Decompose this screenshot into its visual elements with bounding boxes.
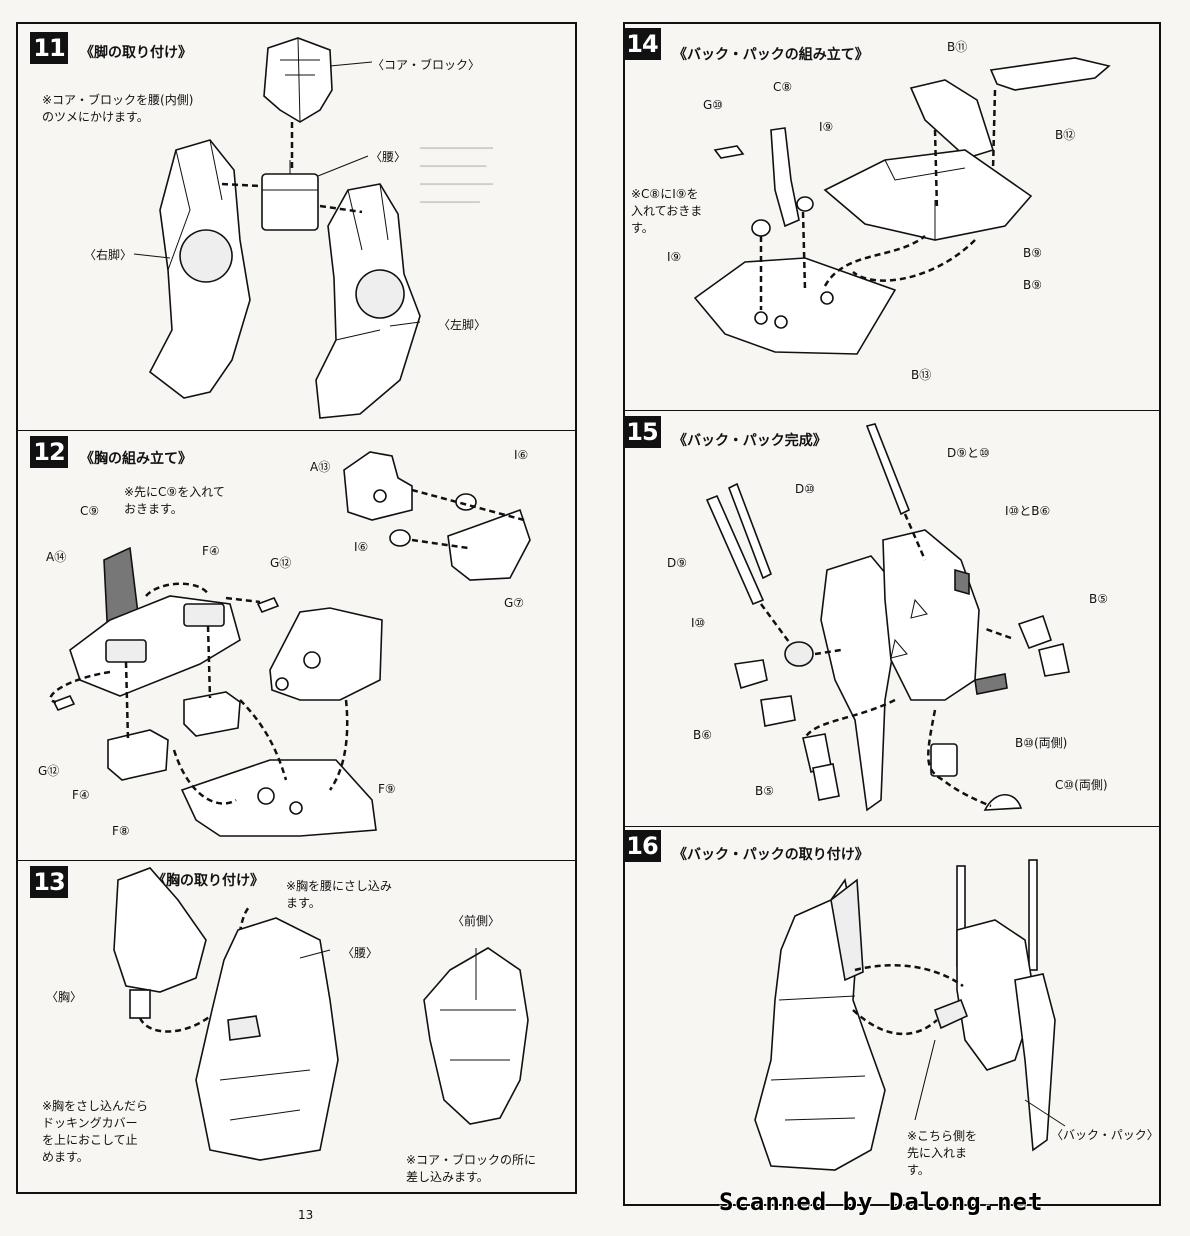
step-12-panel: 12 《胸の組み立て》 ※先にC⑨を入れて おきます。 A⑬ I⑥ I⑥ G⑦ … (16, 430, 575, 861)
label-waist-13: 〈腰〉 (342, 946, 379, 960)
label-b5-bottom: B⑤ (755, 784, 774, 798)
step-14-number: 14 (623, 28, 661, 60)
label-chest: 〈胸〉 (46, 990, 83, 1004)
label-g10: G⑩ (703, 98, 724, 112)
label-b11: B⑪ (947, 40, 968, 54)
step-15-panel: 15 《バック・パック完成》 D⑨と⑩ D⑩ I⑩とB⑥ D⑨ B⑤ I⑩ B⑥… (623, 410, 1159, 827)
label-i6-top: I⑥ (514, 448, 529, 462)
label-c10: C⑩(両側) (1055, 778, 1108, 792)
step-13-note-bottom: ※胸をさし込んだら ドッキングカバー を上におこして止 めます。 (42, 1099, 149, 1164)
right-page-frame (623, 22, 1161, 1206)
step-12-number: 12 (30, 436, 68, 468)
scanned-by-watermark: Scanned by Dalong.net (719, 1188, 1044, 1216)
step-16-number: 16 (623, 830, 661, 862)
label-g7: G⑦ (504, 596, 525, 610)
label-a14: A⑭ (46, 550, 67, 564)
label-left-leg: 〈左脚〉 (438, 318, 487, 332)
step-13-panel: 13 《胸の取り付け》 ※胸を腰にさし込み ます。 〈腰〉 〈前側〉 〈胸〉 ※… (16, 860, 575, 1190)
label-c8: C⑧ (773, 80, 793, 94)
label-right-leg: 〈右脚〉 (84, 248, 133, 262)
step-11-illustration (133, 37, 421, 419)
label-g12-left: G⑫ (38, 764, 60, 778)
label-i10: I⑩ (691, 616, 706, 630)
label-i10-b6: I⑩とB⑥ (1005, 504, 1051, 518)
right-page: 14 《バック・パックの組み立て》 B⑪ B⑫ C⑧ G⑩ I⑨ ※C⑧にI⑨を… (595, 0, 1190, 1236)
step-15-number: 15 (623, 416, 661, 448)
label-c9: C⑨ (80, 504, 100, 518)
label-b12: B⑫ (1055, 128, 1076, 142)
label-b10: B⑩(両側) (1015, 736, 1068, 750)
step-13-note-top: ※胸を腰にさし込み ます。 (286, 879, 392, 910)
label-b13: B⑬ (911, 368, 932, 382)
label-b9-lower: B⑨ (1023, 278, 1042, 292)
label-f4-top: F④ (202, 544, 220, 558)
label-d9: D⑨ (667, 556, 687, 570)
left-page-frame (16, 22, 577, 1194)
step-16-title: 《バック・パックの取り付け》 (673, 847, 869, 863)
label-f9: F⑨ (378, 782, 396, 796)
step-11-panel: 11 《脚の取り付け》 ※コア・ブロックを腰(内側) のツメにかけます。 〈コア… (16, 22, 575, 431)
label-i9-left: I⑨ (667, 250, 682, 264)
bleed-through-text: ━━━━━━━━━━━ ━━━━━━━━━━ ━━━━━━━━━━━ ━━━━━… (420, 142, 493, 209)
step-16-illustration (754, 859, 1066, 1171)
label-waist: 〈腰〉 (370, 150, 407, 164)
label-g12-top: G⑫ (270, 556, 292, 570)
label-core-block: 〈コア・ブロック〉 (372, 58, 481, 72)
step-14-title: 《バック・パックの組み立て》 (673, 47, 869, 63)
label-b9-upper: B⑨ (1023, 246, 1042, 260)
step-11-title: 《脚の取り付け》 (80, 45, 192, 61)
step-13-note-front: ※コア・ブロックの所に 差し込みます。 (406, 1153, 537, 1184)
left-page-number: 13 (298, 1208, 314, 1222)
label-a13: A⑬ (310, 460, 331, 474)
label-i9-top: I⑨ (819, 120, 834, 134)
step-12-illustration (49, 451, 531, 837)
step-15-illustration (705, 423, 1070, 812)
step-15-title: 《バック・パック完成》 (673, 433, 827, 449)
label-f4-bottom: F④ (72, 788, 90, 802)
label-f8: F⑧ (112, 824, 130, 838)
label-i6-mid: I⑥ (354, 540, 369, 554)
step-12-title: 《胸の組み立て》 (80, 451, 192, 467)
step-11-number: 11 (30, 32, 68, 64)
label-b6: B⑥ (693, 728, 712, 742)
step-16-panel: 16 《バック・パックの取り付け》 ※こちら側を 先に入れま す。 〈バック・パ… (623, 826, 1159, 1202)
label-d10: D⑩ (795, 482, 815, 496)
step-14-illustration (693, 57, 1111, 355)
step-16-note: ※こちら側を 先に入れま す。 (907, 1129, 978, 1177)
step-13-illustration (113, 867, 529, 1161)
label-b5-right: B⑤ (1089, 592, 1108, 606)
step-13-title: 《胸の取り付け》 (152, 873, 264, 889)
step-14-panel: 14 《バック・パックの組み立て》 B⑪ B⑫ C⑧ G⑩ I⑨ ※C⑧にI⑨を… (623, 22, 1159, 411)
step-13-number: 13 (30, 866, 68, 898)
left-page: ━━━━━━━━━━━ ━━━━━━━━━━ ━━━━━━━━━━━ ━━━━━… (16, 22, 577, 1222)
label-backpack: 〈バック・パック〉 (1051, 1128, 1159, 1142)
label-front-side: 〈前側〉 (452, 914, 501, 928)
step-14-note: ※C⑧にI⑨を 入れておきま す。 (631, 187, 703, 235)
step-12-note: ※先にC⑨を入れて おきます。 (124, 485, 225, 516)
label-d9-10: D⑨と⑩ (947, 446, 990, 460)
step-11-note: ※コア・ブロックを腰(内側) のツメにかけます。 (42, 93, 194, 124)
